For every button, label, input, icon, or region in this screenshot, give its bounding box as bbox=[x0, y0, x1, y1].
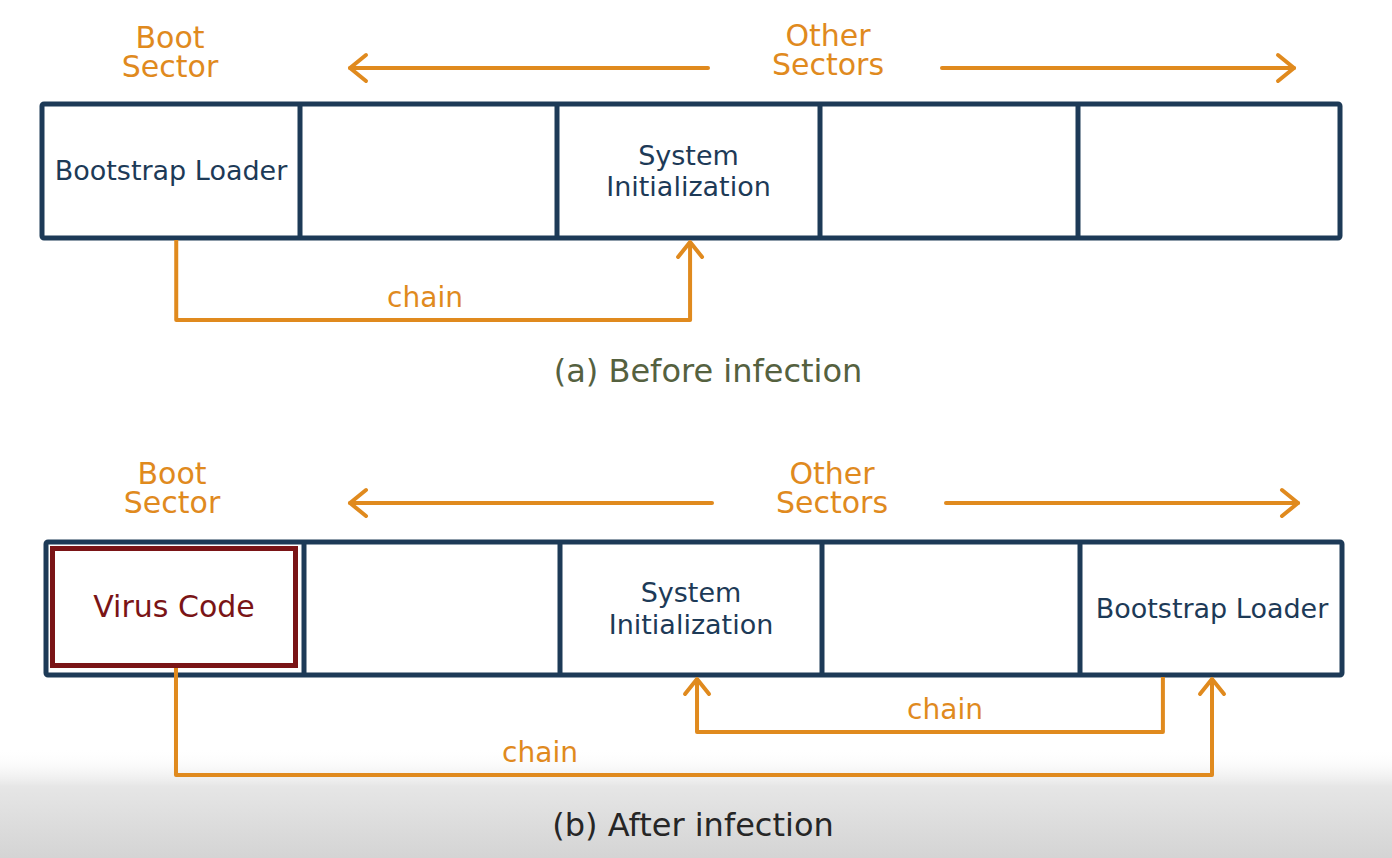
box-label: System Initialization bbox=[560, 577, 822, 639]
box-label: Bootstrap Loader bbox=[1096, 593, 1329, 624]
box-label: System Initialization bbox=[557, 140, 820, 202]
box-label: Bootstrap Loader bbox=[55, 155, 288, 186]
box-label: Virus Code bbox=[93, 590, 255, 625]
chain-connector bbox=[176, 668, 1224, 775]
sub-caption: (a) Before infection bbox=[498, 354, 918, 389]
sector-box: System Initialization bbox=[557, 102, 820, 240]
sector-span-arrows bbox=[350, 55, 1298, 516]
edge-label: chain bbox=[903, 696, 987, 724]
bottom-band bbox=[0, 748, 1392, 858]
disk-strip-before bbox=[42, 104, 1340, 238]
chain-connector bbox=[685, 677, 1163, 732]
sector-heading: Other Sectors bbox=[737, 460, 927, 517]
edge-label: chain bbox=[383, 284, 467, 312]
edge-label: chain bbox=[498, 739, 582, 767]
sector-heading: Other Sectors bbox=[733, 22, 923, 79]
disk-strip-after bbox=[46, 542, 1342, 675]
sector-box: Bootstrap Loader bbox=[1080, 540, 1344, 677]
sector-heading: Boot Sector bbox=[97, 460, 247, 517]
virus-box: Virus Code bbox=[50, 546, 298, 668]
sector-box: System Initialization bbox=[560, 540, 822, 677]
sector-heading: Boot Sector bbox=[95, 24, 245, 81]
boot-sector-box: Bootstrap Loader bbox=[40, 102, 302, 240]
chain-connector bbox=[176, 240, 702, 320]
sub-caption: (b) After infection bbox=[483, 808, 903, 843]
